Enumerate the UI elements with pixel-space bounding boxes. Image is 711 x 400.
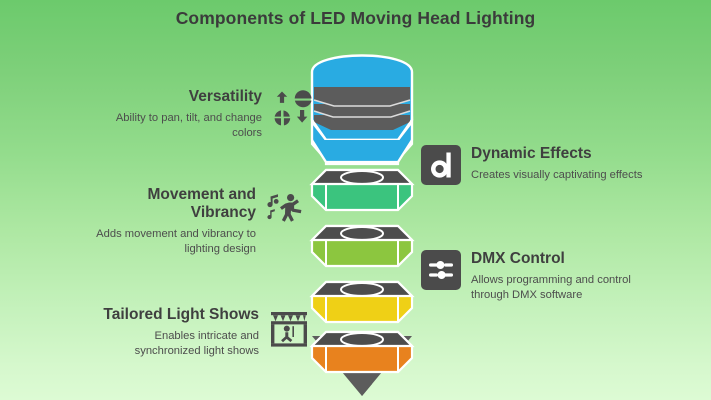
movement-title: Movement and Vibrancy [147, 186, 256, 221]
dmx-control-text-block: DMX Control Allows programming and contr… [471, 250, 643, 303]
movement-text-block: Movement and Vibrancy Adds movement and … [96, 186, 256, 257]
light-shows-text-block: Tailored Light Shows Enables intricate a… [96, 306, 259, 359]
dancing-person-music-icon [264, 186, 308, 230]
dmx-control-description: Allows programming and control through D… [471, 273, 631, 301]
light-shows-title: Tailored Light Shows [103, 306, 259, 323]
sliders-icon [421, 250, 461, 290]
feature-item-tailored-light-shows[interactable]: Tailored Light Shows Enables intricate a… [96, 306, 321, 359]
light-shows-description: Enables intricate and synchronized light… [134, 329, 259, 357]
stage-truss-icon [267, 306, 311, 350]
versatility-title: Versatility [188, 88, 262, 105]
rotate-spheres-icon [270, 88, 314, 132]
page-title: Components of LED Moving Head Lighting [175, 8, 536, 28]
versatility-description: Ability to pan, tilt, and change colors [115, 111, 262, 139]
letter-d-icon [421, 145, 461, 185]
dynamic-effects-text-block: Dynamic Effects Creates visually captiva… [471, 145, 643, 183]
dynamic-effects-description: Creates visually captivating effects [471, 168, 643, 181]
versatility-text-block: Versatility Ability to pan, tilt, and ch… [96, 88, 262, 141]
funnel-segment-olive [309, 224, 415, 268]
funnel-diagram [298, 44, 426, 396]
feature-item-dmx-control[interactable]: DMX Control Allows programming and contr… [421, 250, 651, 303]
feature-item-dynamic-effects[interactable]: Dynamic Effects Creates visually captiva… [421, 145, 651, 185]
funnel-segment-orange [309, 330, 415, 374]
feature-item-movement-and-vibrancy[interactable]: Movement and Vibrancy Adds movement and … [96, 186, 316, 257]
movement-description: Adds movement and vibrancy to lighting d… [96, 227, 256, 255]
funnel-segment-yellow [309, 280, 415, 324]
dmx-control-title: DMX Control [471, 250, 565, 267]
funnel-segment-green [309, 168, 415, 212]
funnel-segment-blue [310, 54, 414, 166]
dynamic-effects-title: Dynamic Effects [471, 145, 592, 162]
feature-item-versatility[interactable]: Versatility Ability to pan, tilt, and ch… [96, 88, 316, 141]
